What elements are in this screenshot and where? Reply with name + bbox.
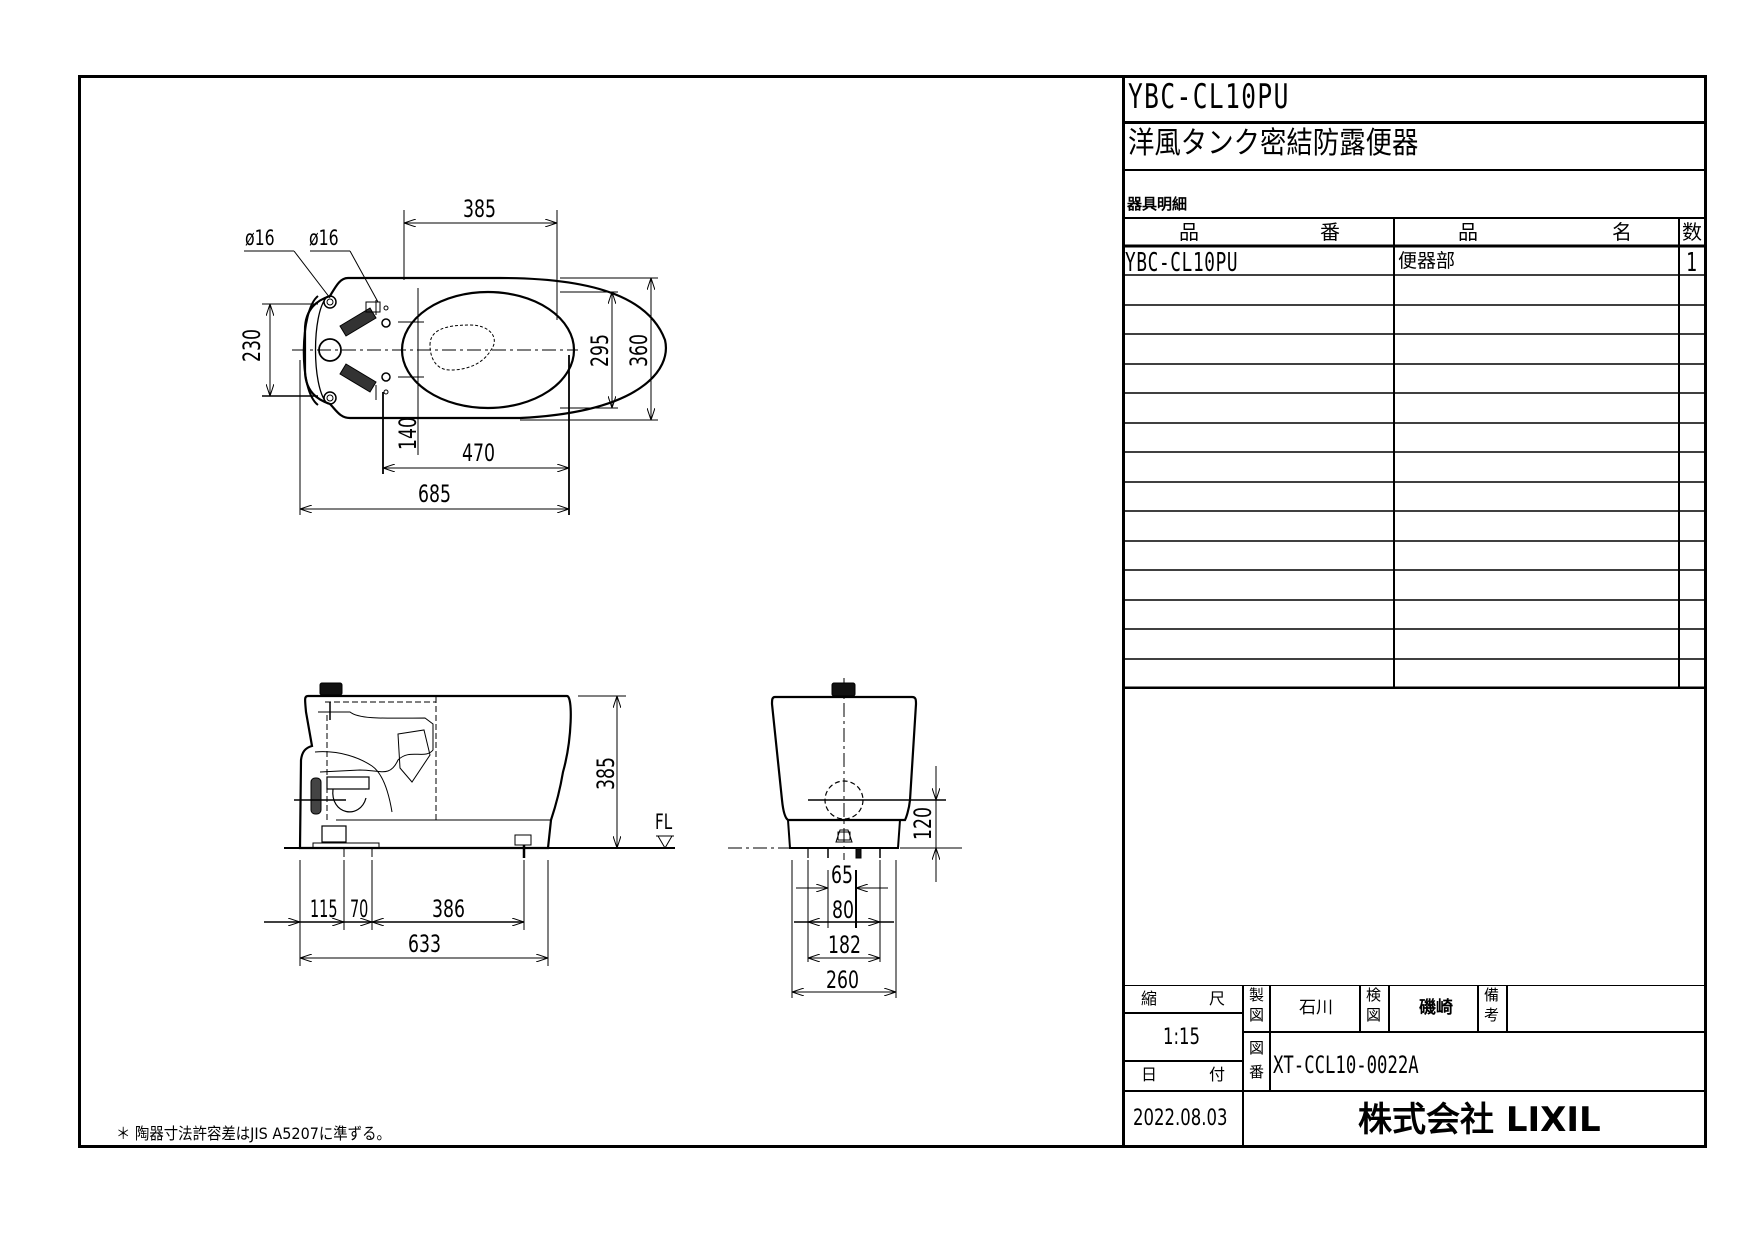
dim-633: 633 [408,930,441,958]
header-part-number-2: 番 [1320,220,1340,244]
model-number: YBC-CL10PU [1128,77,1290,117]
scale-label-2: 尺 [1209,989,1226,1008]
footnote: ＊ 陶器寸法許容差はJIS A5207に準ずる。 [116,1124,391,1143]
header-part-name-2: 名 [1612,220,1632,244]
drawing-no-label-1: 図 [1249,1039,1265,1057]
dim-80: 80 [832,896,854,924]
scale-value: 1:15 [1163,1025,1201,1050]
checked-label-1: 検 [1366,986,1382,1004]
drawing-frame [78,75,1707,1148]
drafted-by: 石川 [1299,998,1333,1018]
dim-182: 182 [828,931,861,959]
date-label-1: 日 [1141,1065,1158,1084]
dim-685: 685 [418,480,451,508]
front-view [728,678,962,998]
row-1-part-number: YBC-CL10PU [1125,248,1239,278]
dim-diameter-right: ø16 [309,226,339,250]
header-quantity: 数 [1682,220,1702,244]
dim-diameter-left: ø16 [245,226,275,250]
row-1-quantity: 1 [1686,248,1697,278]
checked-label-2: 図 [1366,1006,1382,1024]
dim-386: 386 [432,895,465,923]
dim-65: 65 [831,861,853,889]
row-1-part-name: 便器部 [1398,250,1456,272]
drawing-no-label-2: 番 [1249,1063,1265,1081]
checked-by: 磯崎 [1419,998,1453,1018]
dim-70: 70 [350,895,369,923]
drawing-number: XT-CCL10-0022A [1273,1051,1419,1079]
title-block-divider [1122,75,1125,1148]
drafted-label-2: 図 [1249,1006,1265,1024]
floor-level-label: FL [655,810,673,834]
title-row-line [1123,121,1707,124]
dim-385-top: 385 [463,195,496,223]
header-part-number-1: 品 [1179,220,1199,244]
remarks-label-1: 備 [1484,986,1500,1004]
date-value: 2022.08.03 [1133,1106,1228,1131]
parts-table: 品 番 品 名 数 YBC-CL10PU 便器部 1 [1123,217,1707,689]
parts-table-grid [1123,217,1707,689]
drafted-label-1: 製 [1249,986,1265,1004]
company-logo: 株式会社 LIXIL [1358,1100,1601,1140]
dim-230: 230 [238,329,266,362]
title-block: 縮 尺 1:15 日 付 2022.08.03 製 図 石川 検 図 磯崎 備 … [1123,985,1707,1148]
dim-120: 120 [909,807,937,840]
dim-360: 360 [625,334,653,367]
product-name: 洋風タンク密結防露便器 [1128,126,1419,161]
side-view [264,682,675,966]
subtitle-row-line [1123,169,1707,171]
top-view [244,210,667,515]
scale-label-1: 縮 [1141,989,1158,1008]
technical-drawing [244,210,962,998]
date-label-2: 付 [1209,1065,1226,1084]
parts-section-label: 器具明細 [1127,195,1188,213]
title-block-grid [1123,985,1707,1148]
dim-115: 115 [310,895,338,923]
header-part-name-1: 品 [1458,220,1478,244]
dim-385-height: 385 [592,757,620,790]
dim-260: 260 [826,966,859,994]
dim-295: 295 [586,334,614,367]
dim-470: 470 [462,439,495,467]
remarks-label-2: 考 [1484,1006,1500,1024]
dim-140: 140 [394,417,422,450]
